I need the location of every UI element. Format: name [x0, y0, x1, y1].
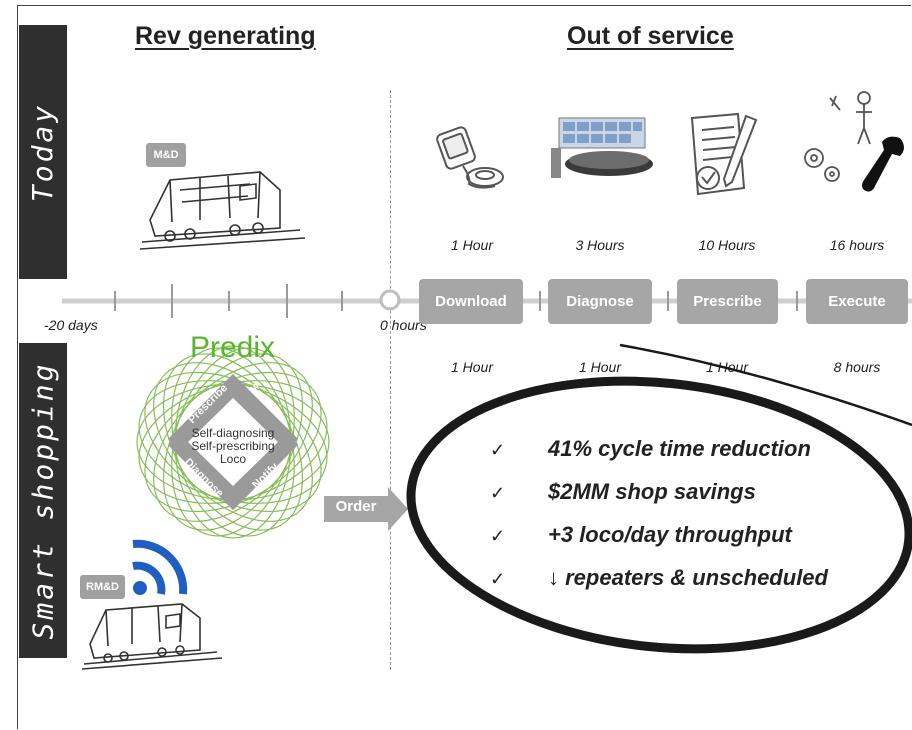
today-hours-diagnose: 3 Hours	[575, 237, 625, 253]
check-icon: ✓	[490, 440, 506, 460]
order-label: Order	[335, 498, 377, 515]
predix-ring	[136, 345, 330, 539]
document-pen-icon	[690, 112, 758, 196]
smart-hours-diagnose: 1 Hour	[578, 359, 622, 375]
check-icon: ✓	[490, 526, 506, 546]
today-band: Today	[19, 25, 67, 279]
timeline-ticks	[114, 284, 798, 318]
timeline-zero-label: 0 hours	[380, 317, 427, 333]
predix-center-line-3: Loco	[219, 452, 247, 466]
check-icon: ✓	[490, 483, 506, 503]
step-execute: Execute	[806, 279, 908, 324]
smart-hours-execute: 8 hours	[833, 359, 881, 375]
predix-diamond	[168, 374, 298, 510]
locomotive-sketch-smart	[82, 603, 223, 670]
predix-center-line-2: Self-prescribing	[191, 439, 275, 453]
smart-hours-download: 1 Hour	[450, 359, 494, 375]
result-shop-savings: $2MM shop savings	[548, 479, 756, 504]
step-diagnose: Diagnose	[548, 279, 652, 324]
check-icon: ✓	[490, 569, 506, 589]
step-download: Download	[419, 279, 523, 324]
order-arrow	[324, 487, 408, 531]
predix-center-text: Self-diagnosing Self-prescribing Loco	[190, 427, 276, 466]
predix-title: Predix	[190, 331, 276, 364]
predix-center-line-1: Self-diagnosing	[191, 426, 275, 440]
today-hours-execute: 16 hours	[829, 237, 885, 253]
result-cycle-time: 41% cycle time reduction	[548, 436, 811, 461]
rev-generating-heading: Rev generating	[135, 22, 316, 50]
swoosh-stroke	[619, 343, 912, 427]
wireless-signal-icon	[132, 539, 188, 595]
slide-border	[17, 5, 911, 729]
data-center-icon	[551, 117, 653, 178]
locomotive-sketch-today	[140, 171, 306, 250]
result-throughput: +3 loco/day throughput	[548, 522, 792, 547]
field-device-icon	[436, 126, 504, 189]
today-hours-download: 1 Hour	[450, 237, 494, 253]
result-repeaters: ↓ repeaters & unscheduled	[548, 565, 828, 590]
tools-gears-icon	[804, 91, 904, 192]
timeline-zero-marker	[379, 289, 401, 311]
step-prescribe: Prescribe	[677, 279, 778, 324]
timeline-left-label: -20 days	[44, 317, 98, 333]
today-hours-prescribe: 10 Hours	[698, 237, 756, 253]
section-divider	[390, 90, 391, 670]
wrench-shape	[862, 136, 904, 192]
out-of-service-heading: Out of service	[567, 22, 734, 50]
smart-shopping-band: Smart shopping	[19, 343, 67, 658]
rmd-tag: RM&D	[80, 575, 125, 599]
md-tag: M&D	[146, 143, 186, 167]
